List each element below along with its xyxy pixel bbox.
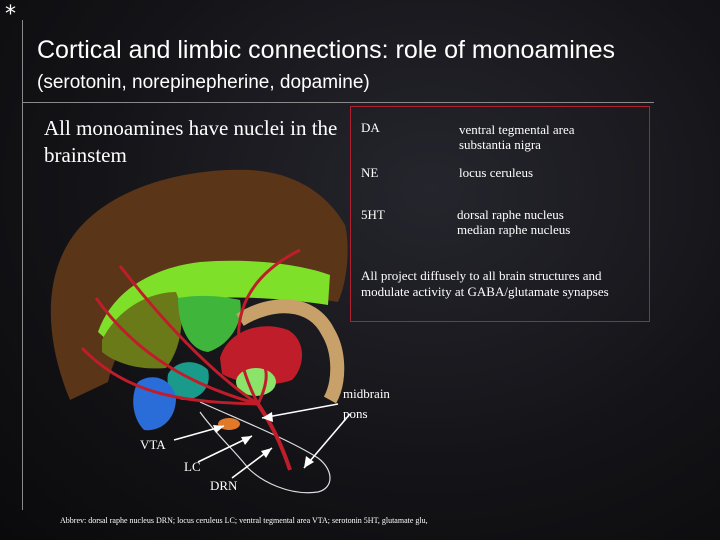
- label-midbrain: midbrain: [343, 386, 390, 402]
- label-vta: VTA: [140, 437, 166, 453]
- label-lc: LC: [184, 459, 201, 475]
- arrow-midbrain: [262, 404, 338, 418]
- label-pons: pons: [343, 406, 368, 422]
- arrow-head: [213, 425, 224, 433]
- label-drn: DRN: [210, 478, 237, 494]
- arrow-head: [261, 448, 272, 458]
- abbreviation-footnote: Abbrev: dorsal raphe nucleus DRN; locus …: [60, 516, 428, 525]
